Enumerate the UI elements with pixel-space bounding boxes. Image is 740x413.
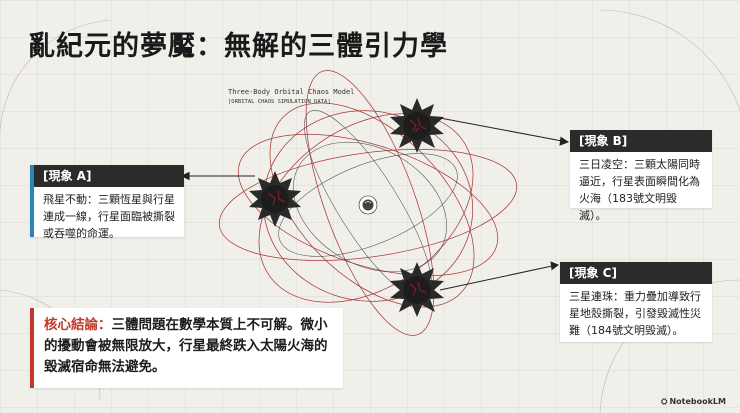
blueprint-arc (0, 19, 111, 131)
orbit-path (237, 133, 499, 277)
phenomenon-a-body: 飛星不動：三顆恆星與行星連成一線，行星面臨被撕裂或吞噬的命運。 (43, 193, 175, 240)
orbit-path (292, 141, 448, 273)
conclusion-text: 三體問題在數學本質上不可解。微小的擾動會被無限放大，行星最終跌入太陽火海的毀滅宿… (44, 317, 328, 375)
phenomenon-b-card: [現象 B] 三日凌空：三顆太陽同時逼近，行星表面瞬間化為火海（183號文明毀滅… (570, 130, 712, 222)
model-subtitle: [ORBITAL CHAOS SIMULATION DATA] (228, 99, 331, 105)
model-title: Three-Body Orbital Chaos Model (228, 88, 355, 96)
phenomenon-c-card: [現象 C] 三星連珠：重力疊加導致行星地殼撕裂，引發毀滅性災難（184號文明毀… (560, 262, 712, 342)
connector-b (439, 117, 563, 142)
footer-brand-label: NotebookLM (669, 397, 726, 406)
phenomenon-c-body: 三星連珠：重力疊加導致行星地殼撕裂，引發毀滅性災難（184號文明毀滅）。 (569, 290, 701, 337)
orbit-path (269, 102, 475, 308)
planet-highlight (364, 201, 372, 204)
footer-brand: ⛭NotebookLM (661, 397, 726, 407)
orbit-path (278, 153, 458, 257)
orbit-path (305, 70, 435, 336)
notebooklm-logo-icon: ⛭ (661, 397, 668, 406)
conclusion-label: 核心結論： (44, 317, 112, 333)
star-b-icon (390, 98, 444, 153)
phenomenon-b-header: [現象 B] (570, 130, 712, 152)
page-title: 亂紀元的夢魘：無解的三體引力學 (28, 31, 448, 62)
blueprint-arc (599, 9, 740, 111)
phenomenon-a-header: [現象 A] (34, 165, 184, 187)
phenomenon-b-body: 三日凌空：三顆太陽同時逼近，行星表面瞬間化為火海（183號文明毀滅）。 (579, 158, 700, 222)
connector-c (439, 265, 553, 291)
phenomenon-c-header: [現象 C] (560, 262, 712, 284)
phenomenon-a-card: [現象 A] 飛星不動：三顆恆星與行星連成一線，行星面臨被撕裂或吞噬的命運。 (30, 165, 184, 240)
star-a-icon (249, 171, 301, 227)
arrowhead-a (180, 171, 190, 181)
arrowhead-c (550, 261, 559, 271)
arrowhead-b (559, 136, 570, 146)
conclusion-box: 核心結論：三體問題在數學本質上不可解。微小的擾動會被無限放大，行星最終跌入太陽火… (30, 308, 343, 388)
orbit-path (258, 113, 474, 303)
orbit-path (218, 149, 518, 261)
star-c-icon (390, 262, 444, 317)
model-caption: Three-Body Orbital Chaos Model [ORBITAL … (228, 88, 378, 105)
